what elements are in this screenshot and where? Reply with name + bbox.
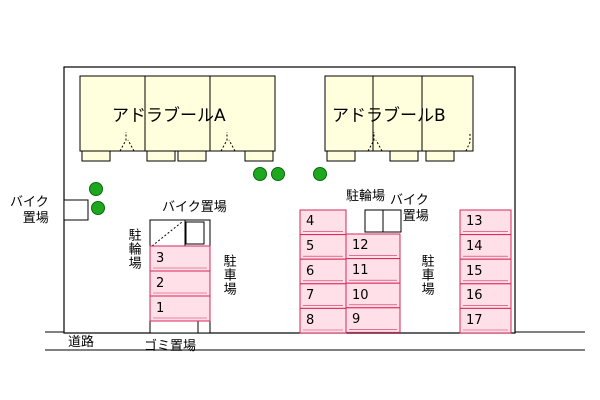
parking-stall-number: 9 [352, 312, 361, 328]
parking-stall-number: 1 [156, 300, 165, 316]
road-label: 道路 [68, 335, 95, 350]
parking-stall-number: 6 [306, 263, 315, 279]
parking-stall-number: 17 [466, 312, 483, 328]
parking-stall-number: 11 [352, 262, 369, 278]
building-a [79, 75, 276, 162]
parking-stall-number: 2 [156, 275, 165, 291]
parking-stall-number: 8 [306, 312, 315, 328]
parking-stall [459, 234, 512, 260]
car-parking-right-label: 駐車場 [418, 254, 434, 296]
parking-stall [149, 295, 211, 322]
trees [89, 167, 327, 215]
garbage-area [149, 319, 199, 334]
parking-stall [149, 270, 211, 297]
building-b-name: アドラブールB [332, 106, 446, 126]
parking-stall [299, 209, 347, 236]
parking-stall [459, 258, 512, 285]
bicycle-parking-center-label: 駐輪場 [346, 189, 386, 204]
parking-stall [149, 245, 211, 272]
parking-stall [299, 283, 347, 309]
building-b [324, 75, 474, 162]
parking-stall [459, 283, 512, 309]
parking-stall [345, 282, 401, 309]
parking-stall-number: 3 [156, 250, 165, 266]
parking-stall-number: 13 [466, 214, 483, 230]
parking-stall-number: 7 [306, 288, 315, 304]
parking-stall-number: 15 [466, 263, 483, 279]
parking-stall [459, 209, 512, 236]
bike-parking-left-label: バイク 置場 [10, 195, 49, 227]
parking-stall-number: 5 [306, 238, 315, 254]
parking-stall-number: 10 [352, 287, 369, 303]
parking-stall [345, 258, 401, 284]
car-parking-left-label: 駐車場 [220, 254, 236, 296]
bike-parking-left-area [63, 199, 89, 221]
parking-stall-number: 16 [466, 288, 483, 304]
parking-stall [345, 307, 401, 333]
garbage-label: ゴミ置場 [144, 339, 197, 354]
parking-stall-number: 12 [352, 238, 369, 254]
parking-stall-number: 14 [466, 238, 483, 254]
parking-stall-number: 4 [306, 214, 315, 230]
building-a-name: アドラブールA [112, 106, 226, 126]
parking-stall [345, 233, 401, 260]
parking-stalls [149, 209, 512, 334]
bicycle-parking-left-label: 駐輪場 [125, 228, 141, 270]
bike-parking-center-label: バイク置場 [162, 200, 227, 215]
bike-parking-right-label: バイク 置場 [390, 193, 429, 225]
parking-stall [459, 307, 512, 334]
